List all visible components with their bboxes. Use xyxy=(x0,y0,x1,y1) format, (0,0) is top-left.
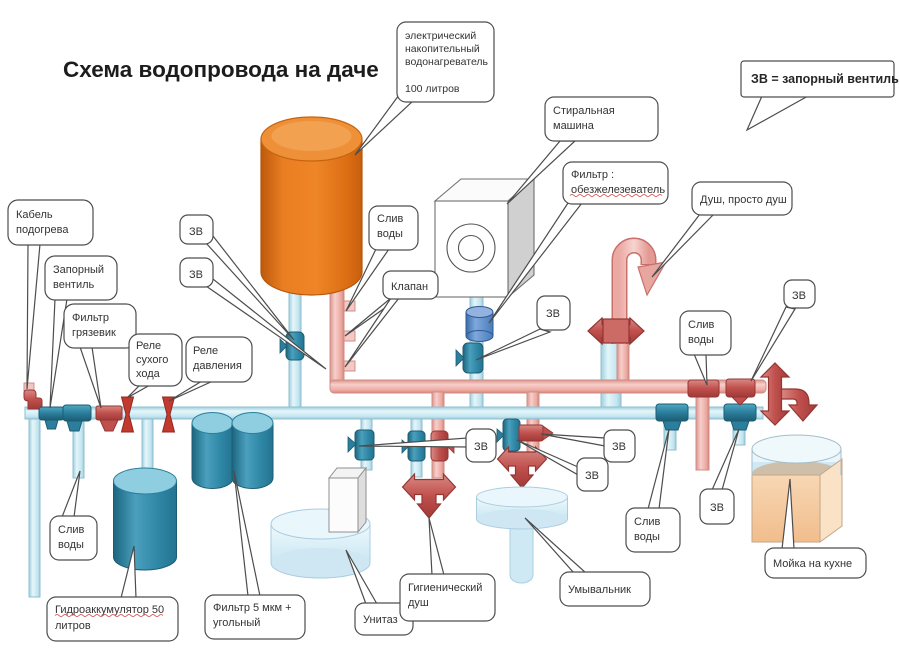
svg-text:ЗВ: ЗВ xyxy=(710,502,724,514)
svg-text:Слив: Слив xyxy=(634,516,661,528)
svg-text:Фильтр 5 мкм +: Фильтр 5 мкм + xyxy=(213,602,292,614)
svg-text:Реле: Реле xyxy=(193,345,218,357)
svg-text:100 литров: 100 литров xyxy=(405,83,460,95)
svg-text:сухого: сухого xyxy=(136,354,168,366)
svg-text:машина: машина xyxy=(553,120,595,132)
svg-text:ЗВ = запорный вентиль: ЗВ = запорный вентиль xyxy=(751,72,899,86)
svg-text:ЗВ: ЗВ xyxy=(612,441,626,453)
svg-text:подогрева: подогрева xyxy=(16,224,69,236)
svg-text:Фильтр: Фильтр xyxy=(72,312,109,324)
svg-text:электрический: электрический xyxy=(405,30,476,42)
svg-text:Слив: Слив xyxy=(377,213,404,225)
svg-text:Гидроаккумулятор 50: Гидроаккумулятор 50 xyxy=(55,604,164,616)
svg-text:Клапан: Клапан xyxy=(391,281,428,293)
svg-text:воды: воды xyxy=(634,531,660,543)
svg-text:литров: литров xyxy=(55,620,91,632)
svg-text:накопительный: накопительный xyxy=(405,43,480,55)
svg-text:Фильтр :: Фильтр : xyxy=(571,169,614,181)
svg-text:Слив: Слив xyxy=(58,524,85,536)
svg-text:воды: воды xyxy=(377,228,403,240)
svg-text:Умывальник: Умывальник xyxy=(568,584,631,596)
svg-text:душ: душ xyxy=(408,597,429,609)
svg-text:Душ, просто душ: Душ, просто душ xyxy=(700,194,787,206)
svg-text:Унитаз: Унитаз xyxy=(363,614,398,626)
svg-text:давления: давления xyxy=(193,360,242,372)
svg-text:ЗВ: ЗВ xyxy=(474,441,488,453)
svg-text:Стиральная: Стиральная xyxy=(553,105,615,117)
svg-text:Мойка на кухне: Мойка на кухне xyxy=(773,558,852,570)
svg-text:ЗВ: ЗВ xyxy=(189,226,203,238)
svg-text:ЗВ: ЗВ xyxy=(792,290,806,302)
svg-text:Схема водопровода на даче: Схема водопровода на даче xyxy=(63,57,379,82)
svg-text:ЗВ: ЗВ xyxy=(189,269,203,281)
svg-text:вентиль: вентиль xyxy=(53,279,95,291)
svg-text:Запорный: Запорный xyxy=(53,264,104,276)
svg-text:ЗВ: ЗВ xyxy=(546,308,560,320)
svg-text:воды: воды xyxy=(688,334,714,346)
svg-text:Реле: Реле xyxy=(136,340,161,352)
svg-text:хода: хода xyxy=(136,368,161,380)
svg-text:Гигиенический: Гигиенический xyxy=(408,582,482,594)
svg-text:грязевик: грязевик xyxy=(72,327,116,339)
svg-text:воды: воды xyxy=(58,539,84,551)
svg-text:обезжелезеватель: обезжелезеватель xyxy=(571,184,665,196)
svg-text:угольный: угольный xyxy=(213,617,260,629)
svg-text:Слив: Слив xyxy=(688,319,715,331)
svg-text:водонагреватель: водонагреватель xyxy=(405,56,489,68)
svg-text:Кабель: Кабель xyxy=(16,209,53,221)
svg-text:ЗВ: ЗВ xyxy=(585,470,599,482)
